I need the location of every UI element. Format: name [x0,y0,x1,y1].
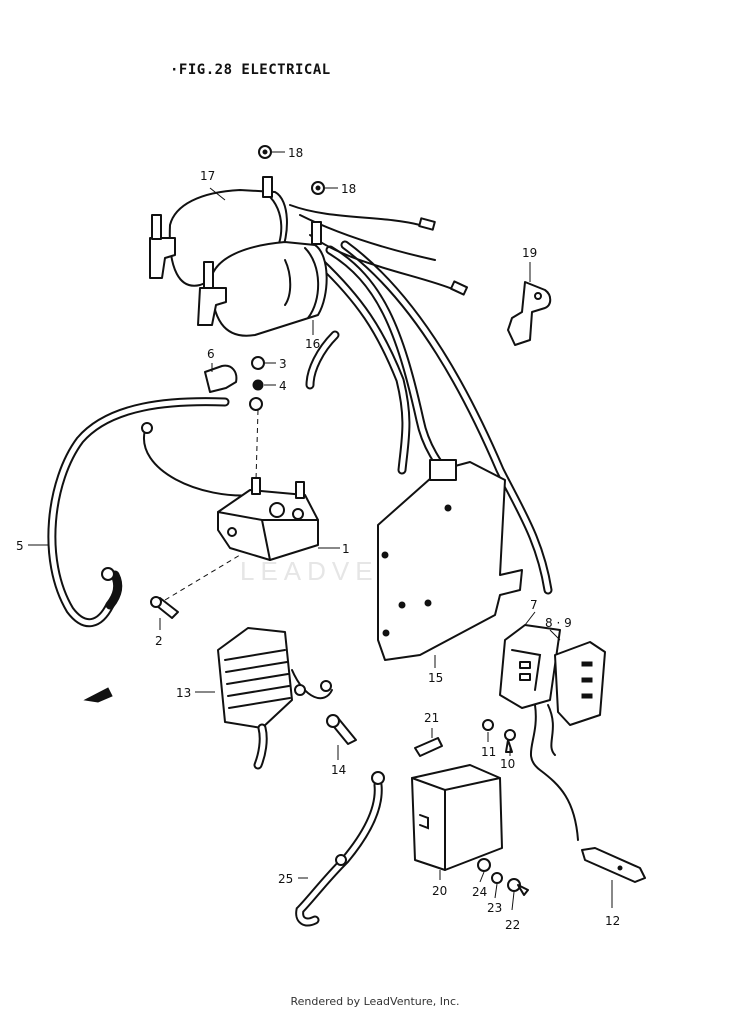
callout-25: 25 [278,872,293,886]
nut-18-upper [258,145,272,159]
callout-15: 15 [428,671,443,685]
callout-6: 6 [207,347,215,361]
callout-13: 13 [176,686,191,700]
clamp-12 [581,847,646,883]
starter-relay-1 [217,477,319,561]
callout-7: 7 [530,598,538,612]
regulator-rectifier-13 [217,627,333,770]
figure-title: ·FIG.28 ELECTRICAL [170,62,331,78]
direction-arrow-icon [83,687,113,703]
callout-5: 5 [16,539,24,553]
callout-4: 4 [279,379,287,393]
fuse-cover-8-9 [554,641,606,726]
callout-18-lower: 18 [341,182,356,196]
callout-18-upper: 18 [288,146,303,160]
bracket-plate-15 [377,459,523,661]
fuse-21 [414,737,443,757]
callout-22: 22 [505,918,520,932]
fuse-box-7 [499,624,561,709]
callout-labels: 18 18 17 16 6 3 4 5 1 2 13 14 15 19 7 8 … [16,146,620,932]
callout-19: 19 [522,246,537,260]
washer-4 [252,379,264,391]
callout-14: 14 [331,763,346,777]
washer-23 [491,872,503,884]
callout-17: 17 [200,169,215,183]
clamp-19 [507,281,552,346]
relay-20 [411,764,503,871]
nut-3 [251,356,265,370]
terminal-cap-6 [204,364,238,393]
washer-11 [482,719,494,731]
callout-11: 11 [481,745,496,759]
callout-12: 12 [605,914,620,928]
callout-23: 23 [487,901,502,915]
bolt-14 [326,714,357,745]
nut-18-lower [311,181,325,195]
callout-8-9: 8 · 9 [545,616,572,630]
screw-10 [504,729,516,753]
callout-20: 20 [432,884,447,898]
ground-wire-25 [295,771,385,927]
ignition-coil-16 [197,221,328,337]
callout-1: 1 [342,542,350,556]
callout-2: 2 [155,634,163,648]
footer-credit: Rendered by LeadVenture, Inc. [290,995,460,1008]
callout-leaders [28,151,613,911]
callout-10: 10 [500,757,515,771]
callout-3: 3 [279,357,287,371]
screw-2 [150,596,179,619]
callout-16: 16 [305,337,320,351]
assembly-lines [164,409,259,601]
callout-21: 21 [424,711,439,725]
fuse-box-wires [530,704,579,841]
battery-cable-5 [47,397,263,627]
callout-24: 24 [472,885,487,899]
screw-22 [507,878,529,896]
washer-24 [477,858,491,872]
